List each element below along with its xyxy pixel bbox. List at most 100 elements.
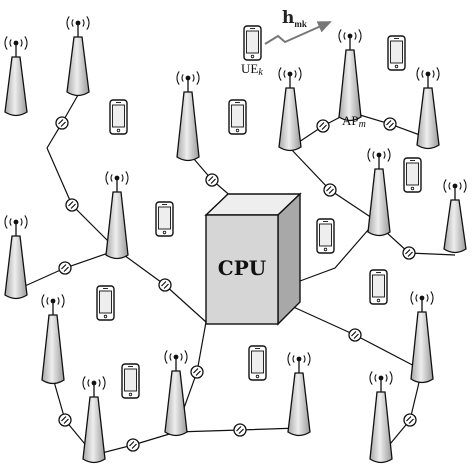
ap-antenna-tip	[376, 152, 382, 158]
ap-mast	[443, 199, 467, 254]
ap-mast	[41, 314, 65, 385]
user-equipment-phone-icon	[248, 345, 267, 381]
signal-wave-icon	[87, 379, 90, 387]
access-point-antenna	[66, 16, 90, 97]
cpu-side-face	[277, 192, 301, 326]
signal-wave-icon	[105, 171, 109, 185]
ap-mast	[287, 372, 311, 437]
access-point-antenna	[416, 67, 440, 150]
fronthaul-link-line	[46, 147, 118, 251]
signal-wave-icon	[343, 32, 346, 40]
ap-mast	[416, 87, 440, 150]
ap-antenna-tip	[13, 40, 19, 46]
signal-wave-icon	[374, 374, 377, 382]
cpu-box: CPU	[204, 192, 302, 326]
access-point-antenna	[41, 294, 65, 385]
ap-antenna-tip	[378, 375, 384, 381]
signal-wave-icon	[389, 371, 393, 385]
access-point-antenna	[338, 29, 362, 122]
cpu-front-face	[205, 214, 279, 325]
ap-antenna-tip	[173, 354, 179, 360]
signal-wave-icon	[298, 67, 302, 81]
signal-wave-icon	[9, 39, 12, 47]
ap-mast	[338, 49, 362, 122]
access-point-antenna	[4, 36, 28, 117]
ap-mast	[410, 311, 434, 384]
signal-wave-icon	[86, 16, 90, 30]
signal-wave-icon	[24, 36, 28, 50]
signal-wave-icon	[4, 36, 8, 50]
signal-wave-icon	[20, 39, 23, 47]
ap-mast	[164, 370, 188, 437]
signal-wave-icon	[20, 218, 23, 226]
access-point-antenna	[82, 376, 106, 464]
ap-antenna-tip	[114, 175, 120, 181]
ap-label: APm	[342, 113, 366, 130]
cpu-label: CPU	[218, 256, 266, 280]
signal-wave-icon	[125, 171, 129, 185]
link-connectors	[55, 116, 417, 452]
access-points	[4, 16, 467, 464]
signal-wave-icon	[415, 294, 418, 302]
signal-wave-icon	[338, 29, 342, 43]
access-point-antenna	[164, 350, 188, 437]
user-equipment-phone-icon	[121, 363, 140, 399]
user-equipment-phone-icon	[228, 99, 247, 135]
signal-wave-icon	[46, 297, 49, 305]
channel-arrow	[264, 21, 332, 45]
signal-wave-icon	[57, 297, 60, 305]
user-equipment-phone-icon	[155, 201, 174, 237]
link-connector-icon	[58, 413, 72, 427]
ap-antenna-tip	[347, 33, 353, 39]
signal-wave-icon	[121, 174, 124, 182]
access-point-antenna	[287, 352, 311, 437]
access-point-antenna	[443, 179, 467, 254]
signal-wave-icon	[24, 215, 28, 229]
signal-wave-icon	[61, 294, 65, 308]
signal-wave-icon	[463, 179, 467, 193]
link-connector-icon	[126, 438, 140, 452]
signal-wave-icon	[307, 352, 311, 366]
signal-wave-icon	[358, 29, 362, 43]
signal-wave-icon	[180, 353, 183, 361]
access-point-antenna	[278, 67, 302, 152]
ap-mast	[369, 391, 393, 464]
link-connector-icon	[348, 328, 362, 342]
link-connector-icon	[402, 246, 416, 260]
signal-wave-icon	[41, 294, 45, 308]
signal-wave-icon	[426, 294, 429, 302]
signal-wave-icon	[71, 19, 74, 27]
signal-wave-icon	[4, 215, 8, 229]
ap-antenna-tip	[13, 219, 19, 225]
ap-antenna-tip	[75, 20, 81, 26]
user-equipment-phone-icon	[96, 285, 115, 321]
ap-mast	[105, 191, 129, 260]
access-point-antenna	[105, 171, 129, 260]
ap-antenna-tip	[50, 298, 56, 304]
signal-wave-icon	[443, 179, 447, 193]
ap-mast	[367, 168, 391, 237]
signal-wave-icon	[164, 350, 168, 364]
signal-wave-icon	[372, 151, 375, 159]
link-connector-icon	[58, 261, 72, 275]
signal-wave-icon	[292, 355, 295, 363]
link-connector-icon	[190, 365, 204, 379]
signal-wave-icon	[436, 67, 440, 81]
signal-wave-icon	[82, 376, 86, 390]
ap-antenna-tip	[287, 71, 293, 77]
signal-wave-icon	[184, 350, 188, 364]
signal-wave-icon	[176, 71, 180, 85]
link-connector-icon	[55, 116, 69, 130]
user-equipment-phone-icon	[109, 99, 128, 135]
signal-wave-icon	[410, 291, 414, 305]
signal-wave-icon	[430, 291, 434, 305]
signal-wave-icon	[303, 355, 306, 363]
user-equipment-phone-icon	[387, 35, 406, 71]
ap-mast	[278, 87, 302, 152]
signal-wave-icon	[66, 16, 70, 30]
link-connector-icon	[323, 183, 337, 197]
user-equipment-phone-icon	[403, 157, 422, 193]
access-point-antenna	[176, 71, 200, 162]
